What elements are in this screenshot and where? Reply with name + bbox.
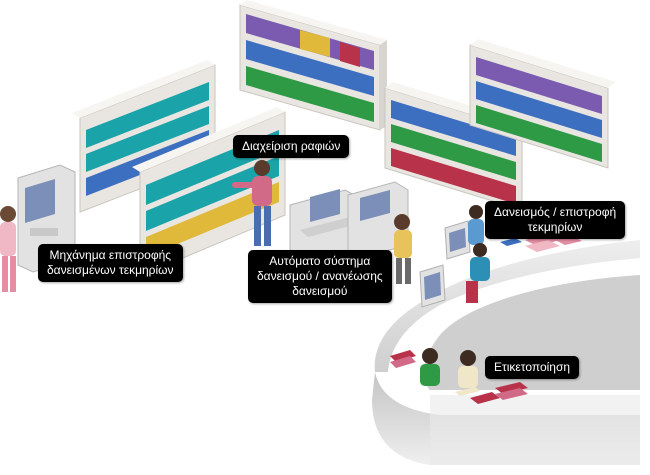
tagging-staff	[420, 348, 478, 388]
desk-computers	[419, 220, 471, 308]
label-return-machine-line2: δανεισμένων τεκμηρίων	[47, 263, 174, 277]
staff-at-desk	[466, 205, 490, 303]
label-return-machine-line1: Μηχάνημα επιστροφής	[49, 248, 172, 262]
label-loan-return-line1: Δανεισμός / επιστροφή	[494, 205, 617, 219]
label-shelf-management-text: Διαχείριση ραφιών	[242, 139, 341, 153]
label-tagging: Ετικετοποίηση	[485, 356, 580, 379]
label-shelf-management: Διαχείριση ραφιών	[233, 135, 350, 158]
person-at-return-machine	[0, 206, 16, 292]
books-row	[246, 14, 374, 122]
label-loan-return: Δανεισμός / επιστροφή τεκμηρίων	[485, 201, 626, 239]
bookshelf-top-center	[239, 0, 387, 131]
librarian-shelving	[232, 160, 272, 246]
label-loan-return-line2: τεκμηρίων	[527, 220, 583, 234]
label-self-service-line1: Αυτόματο σύστημα	[269, 254, 371, 268]
bookshelf-left-back	[72, 60, 216, 213]
label-tagging-text: Ετικετοποίηση	[494, 360, 571, 374]
book-stacks-tagging	[390, 350, 528, 404]
label-self-service: Αυτόματο σύστημα δανεισμού / ανανέωσης δ…	[248, 250, 392, 303]
label-self-service-line2: δανεισμού / ανανέωσης	[257, 269, 383, 283]
label-return-machine: Μηχάνημα επιστροφής δανεισμένων τεκμηρίω…	[38, 244, 183, 282]
self-service-kiosk-right	[347, 181, 409, 259]
patron-at-kiosk	[394, 214, 412, 284]
bookshelf-right-back	[469, 39, 616, 169]
circulation-desk	[372, 240, 640, 465]
label-self-service-line3: δανεισμού	[292, 284, 348, 298]
